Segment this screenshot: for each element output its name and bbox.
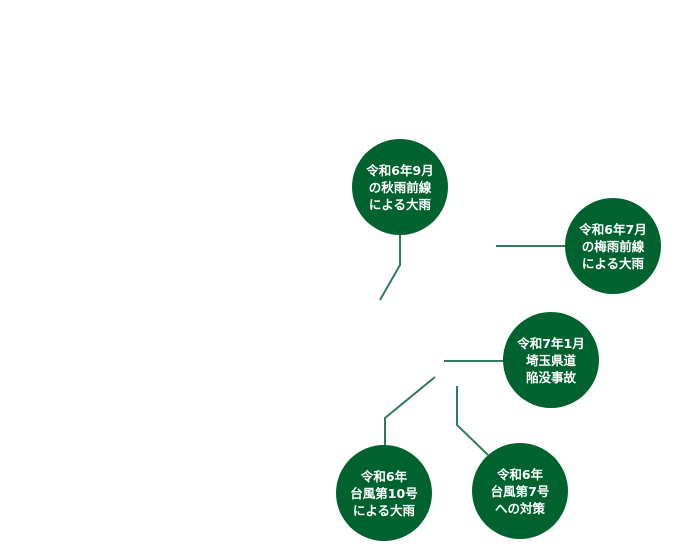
node-label-line: の梅雨前線 <box>581 238 645 254</box>
node-typhoon-7[interactable]: 令和6年 台風第7号 への対策 <box>472 443 568 539</box>
node-label-line: の秋雨前線 <box>368 179 432 195</box>
node-autumn-rain-front[interactable]: 令和6年9月 の秋雨前線 による大雨 <box>352 139 448 235</box>
node-rainy-season-front[interactable]: 令和6年7月 の梅雨前線 による大雨 <box>565 198 661 294</box>
node-label-line: 令和6年9月 <box>366 162 434 178</box>
node-label-line: 埼玉県道 <box>525 352 576 368</box>
node-label-line: 令和6年 <box>360 468 408 484</box>
connector-line <box>456 386 489 456</box>
node-label-line: 台風第7号 <box>490 483 550 499</box>
node-label-line: による大雨 <box>352 502 416 518</box>
node-label-line: 令和6年7月 <box>579 221 647 237</box>
node-typhoon-10[interactable]: 令和6年 台風第10号 による大雨 <box>336 445 432 541</box>
node-label-line: による大雨 <box>368 196 432 212</box>
node-road-collapse[interactable]: 令和7年1月 埼玉県道 陥没事故 <box>503 312 599 408</box>
node-label-line: 台風第10号 <box>350 485 418 501</box>
node-label-line: 令和7年1月 <box>517 335 585 351</box>
node-label-line: による大雨 <box>581 255 645 271</box>
node-label-line: 令和6年 <box>496 466 544 482</box>
node-label-line: への対策 <box>494 500 545 516</box>
connector-line <box>384 376 436 447</box>
connector-line <box>379 234 401 301</box>
node-label-line: 陥没事故 <box>525 369 576 385</box>
